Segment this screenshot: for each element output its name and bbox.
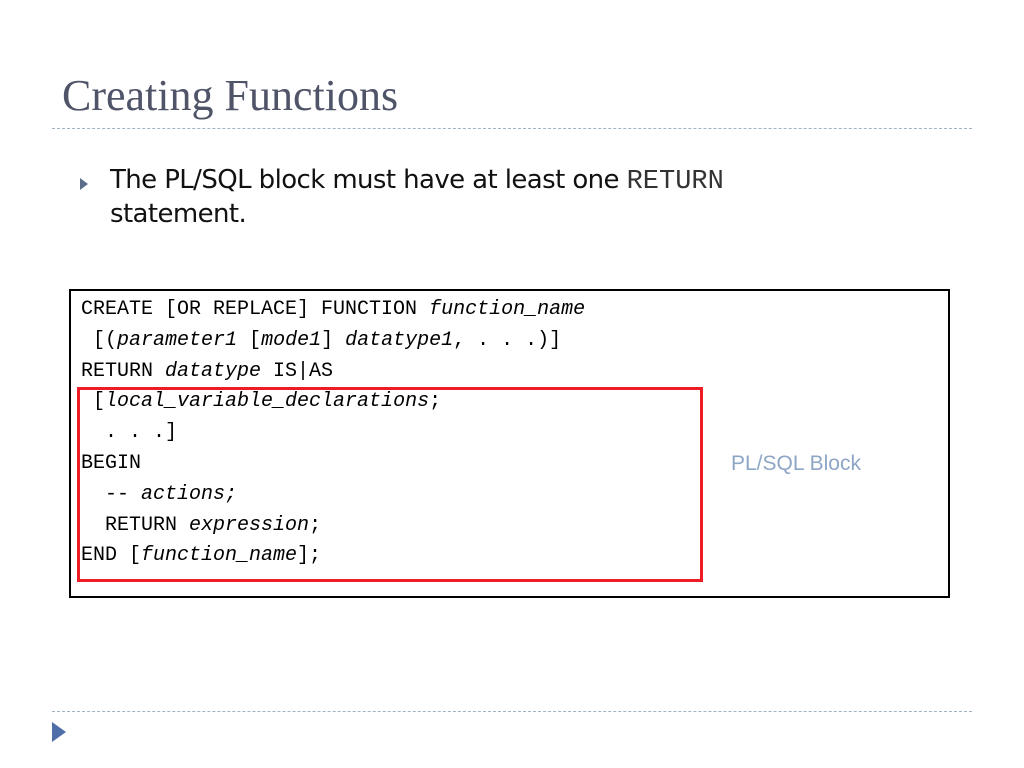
code-line: . . .]: [81, 418, 585, 449]
code-keyword: ]: [321, 328, 346, 352]
triangle-bullet-icon: [80, 178, 88, 190]
code-keyword: , . . .)]: [453, 328, 562, 352]
plsql-block-label: PL/SQL Block: [731, 452, 861, 475]
code-keyword: END [: [81, 544, 142, 568]
code-box: [69, 289, 950, 598]
code-line: [(parameter1 [mode1] datatype1, . . .)]: [81, 326, 585, 357]
code-keyword: ];: [297, 544, 322, 568]
bullet-text-after: statement.: [110, 199, 247, 229]
code-placeholder: datatype1: [345, 328, 454, 352]
code-placeholder: local_variable_declarations: [105, 390, 430, 414]
code-placeholder: expression: [189, 513, 310, 537]
code-keyword: ;: [309, 513, 322, 537]
title-divider: [52, 128, 972, 129]
bullet-text: The PL/SQL block must have at least one …: [110, 164, 890, 230]
code-placeholder: mode1: [261, 328, 322, 352]
code-placeholder: parameter1: [117, 328, 238, 352]
slide-title: Creating Functions: [62, 71, 399, 120]
footer-divider: [52, 711, 972, 712]
code-block: CREATE [OR REPLACE] FUNCTION function_na…: [81, 295, 585, 572]
bullet-text-before: The PL/SQL block must have at least one: [110, 165, 627, 195]
return-keyword: RETURN: [626, 167, 724, 197]
code-placeholder: actions;: [141, 482, 238, 506]
code-keyword: CREATE [OR REPLACE] FUNCTION: [81, 298, 430, 321]
code-keyword: BEGIN: [81, 451, 142, 475]
code-line: RETURN datatype IS|AS: [81, 357, 585, 388]
code-keyword: [: [81, 390, 106, 414]
code-keyword: [: [237, 328, 262, 352]
code-line: CREATE [OR REPLACE] FUNCTION function_na…: [81, 295, 585, 326]
code-placeholder: datatype: [165, 359, 262, 383]
code-placeholder: function_name: [141, 544, 298, 568]
code-keyword: [(: [81, 328, 118, 352]
code-keyword: RETURN: [81, 513, 190, 537]
code-line: END [function_name];: [81, 541, 585, 572]
plsql-block-highlight: [77, 387, 703, 582]
code-keyword: RETURN: [81, 359, 166, 383]
code-line: [local_variable_declarations;: [81, 387, 585, 418]
code-placeholder: function_name: [429, 298, 586, 321]
code-line: -- actions;: [81, 480, 585, 511]
code-keyword: ;: [429, 390, 442, 414]
code-line: BEGIN: [81, 449, 585, 480]
code-keyword: --: [81, 482, 142, 506]
play-arrow-icon[interactable]: [52, 722, 66, 742]
code-keyword: . . .]: [81, 421, 178, 445]
code-line: RETURN expression;: [81, 511, 585, 542]
code-keyword: IS|AS: [261, 359, 334, 383]
